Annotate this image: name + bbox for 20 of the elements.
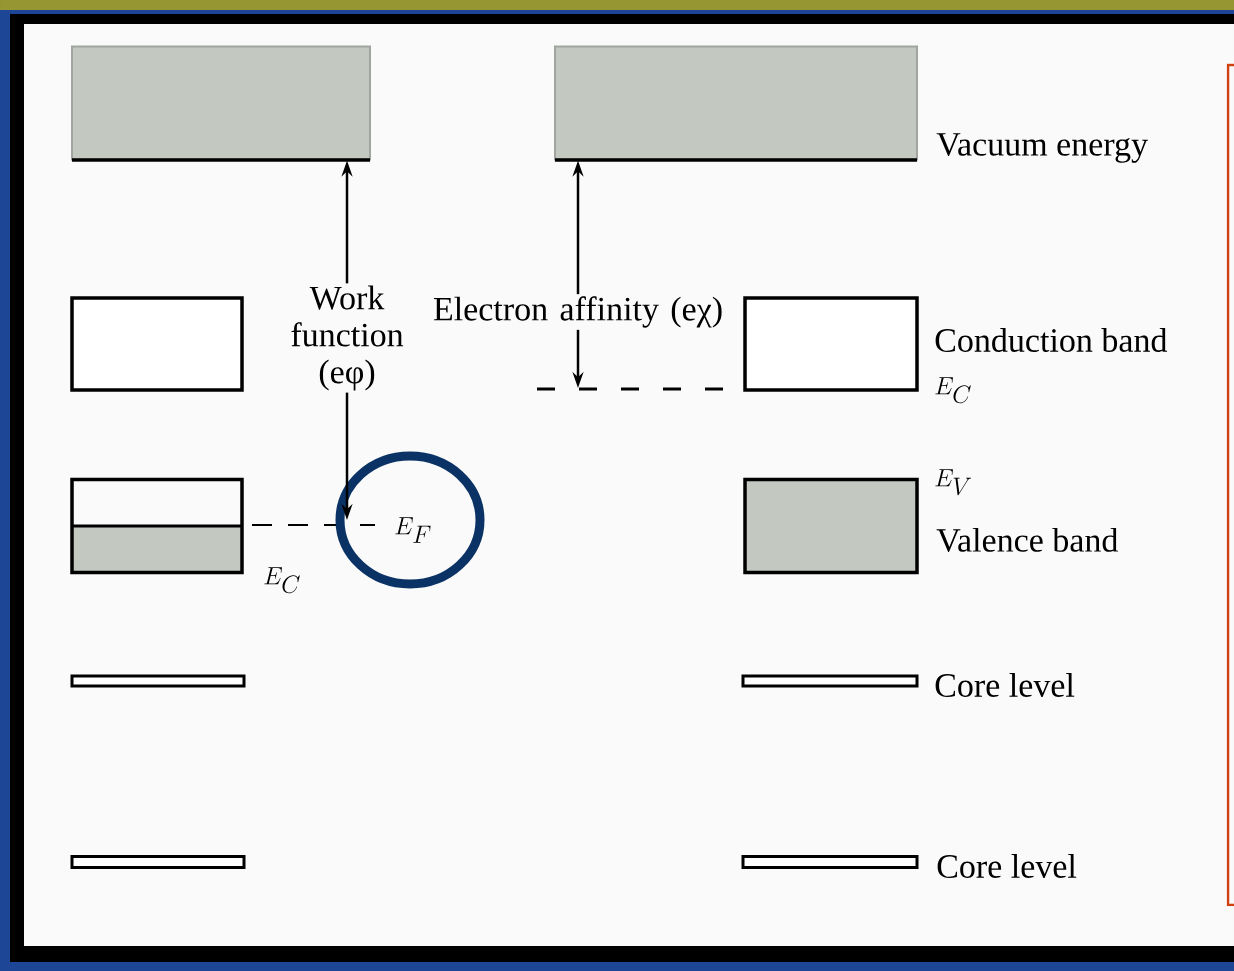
core-level-bar — [741, 855, 919, 869]
band-box — [70, 296, 244, 392]
band-label: Core level — [935, 673, 1075, 697]
core-level-bar — [70, 855, 246, 869]
level-label: $E_C$ — [935, 377, 971, 404]
core-level-bar — [70, 674, 246, 688]
band-box — [70, 477, 244, 575]
text-label: Work function (eφ) — [291, 285, 404, 391]
band-box — [554, 45, 918, 162]
band-label: Vacuum energy — [936, 133, 1148, 163]
band-label: Core level — [937, 854, 1077, 878]
band-label: Conduction band — [935, 328, 1168, 352]
level-label: $E_C$ — [264, 567, 300, 594]
band-box — [71, 45, 371, 162]
level-label: $E_V$ — [935, 469, 971, 496]
band-label: Valence band — [936, 527, 1118, 553]
band-box — [743, 296, 919, 392]
text-label: Electron affinity (eχ) — [433, 296, 722, 328]
band-box — [743, 477, 919, 575]
core-level-bar — [741, 674, 919, 688]
